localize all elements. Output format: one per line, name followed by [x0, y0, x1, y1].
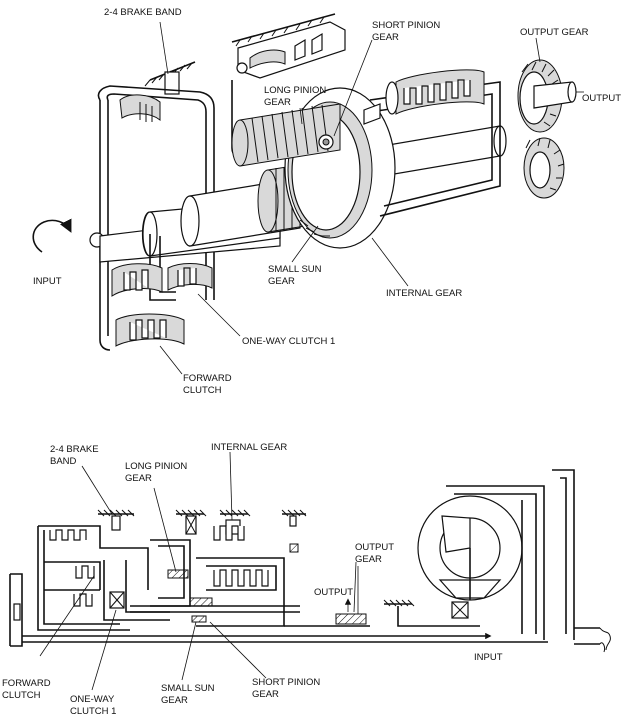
label-sch-short-pinion-2: GEAR: [252, 689, 279, 700]
top-leader-lines: [159, 21, 541, 375]
label-sch-forward-clutch-2: CLUTCH: [2, 690, 41, 701]
label-sch-internal-gear: INTERNAL GEAR: [211, 442, 287, 453]
label-sch-output-gear-2: GEAR: [355, 554, 382, 565]
label-long-pinion-1: LONG PINION: [264, 85, 326, 96]
label-sch-forward-clutch-1: FORWARD: [2, 678, 51, 689]
schematic-input-shaft: [22, 632, 548, 643]
label-sch-long-pinion-2: GEAR: [125, 473, 152, 484]
label-sch-one-way-clutch-1: ONE-WAY: [70, 694, 115, 705]
output-gear: [517, 59, 584, 133]
label-long-pinion-2: GEAR: [264, 97, 291, 108]
schematic-forward-clutch: [37, 525, 130, 631]
cutaway-illustration: 2-4 BRAKE BAND SHORT PINION GEAR OUTPUT …: [32, 7, 621, 396]
right-carrier: [363, 69, 501, 217]
schematic-brake-band: [97, 509, 149, 590]
label-small-sun-1: SMALL SUN: [268, 264, 322, 275]
schematic-upper-grounds: [175, 509, 307, 553]
label-output: OUTPUT: [582, 93, 621, 104]
schematic-diagram: 2-4 BRAKE BAND INTERNAL GEAR LONG PINION…: [2, 442, 611, 717]
label-sch-output: OUTPUT: [314, 587, 353, 598]
long-pinion-assembly: [231, 80, 341, 167]
label-sch-input: INPUT: [474, 652, 503, 663]
label-short-pinion-2: GEAR: [372, 32, 399, 43]
label-output-gear: OUTPUT GEAR: [520, 27, 589, 38]
label-input: INPUT: [33, 276, 62, 287]
label-sch-brake-band-1: 2-4 BRAKE: [50, 444, 99, 455]
label-internal-gear: INTERNAL GEAR: [386, 288, 462, 299]
label-forward-clutch-2: CLUTCH: [183, 385, 222, 396]
label-sch-short-pinion-1: SHORT PINION: [252, 677, 320, 688]
schematic-left-casing: [9, 573, 23, 647]
label-sch-one-way-clutch-2: CLUTCH 1: [70, 706, 116, 717]
left-frame: [89, 85, 215, 351]
schematic-one-way-clutch: [103, 560, 170, 621]
schematic-internal-gear: [196, 557, 370, 627]
label-sch-long-pinion-1: LONG PINION: [125, 461, 187, 472]
label-sch-brake-band-2: BAND: [50, 456, 77, 467]
bottom-leader-lines: [39, 451, 357, 691]
label-brake-band: 2-4 BRAKE BAND: [104, 7, 182, 18]
label-small-sun-2: GEAR: [268, 276, 295, 287]
label-sch-output-gear-1: OUTPUT: [355, 542, 394, 553]
clutch-pack: [111, 234, 213, 347]
schematic-torque-converter: [417, 495, 523, 601]
label-forward-clutch-1: FORWARD: [183, 373, 232, 384]
driven-gear: [523, 137, 565, 199]
label-sch-small-sun-1: SMALL SUN: [161, 683, 215, 694]
schematic-right-assembly: [383, 599, 480, 627]
housing-ground: [231, 13, 346, 79]
schematic-right-frame: [446, 469, 611, 653]
label-sch-small-sun-2: GEAR: [161, 695, 188, 706]
brake-band-ground: [144, 61, 196, 95]
label-one-way-clutch: ONE-WAY CLUTCH 1: [242, 336, 335, 347]
input-rotation-arrow: [32, 218, 72, 253]
schematic-output-gear: [335, 566, 367, 625]
schematic-long-pinion: [130, 539, 300, 623]
label-short-pinion-1: SHORT PINION: [372, 20, 440, 31]
